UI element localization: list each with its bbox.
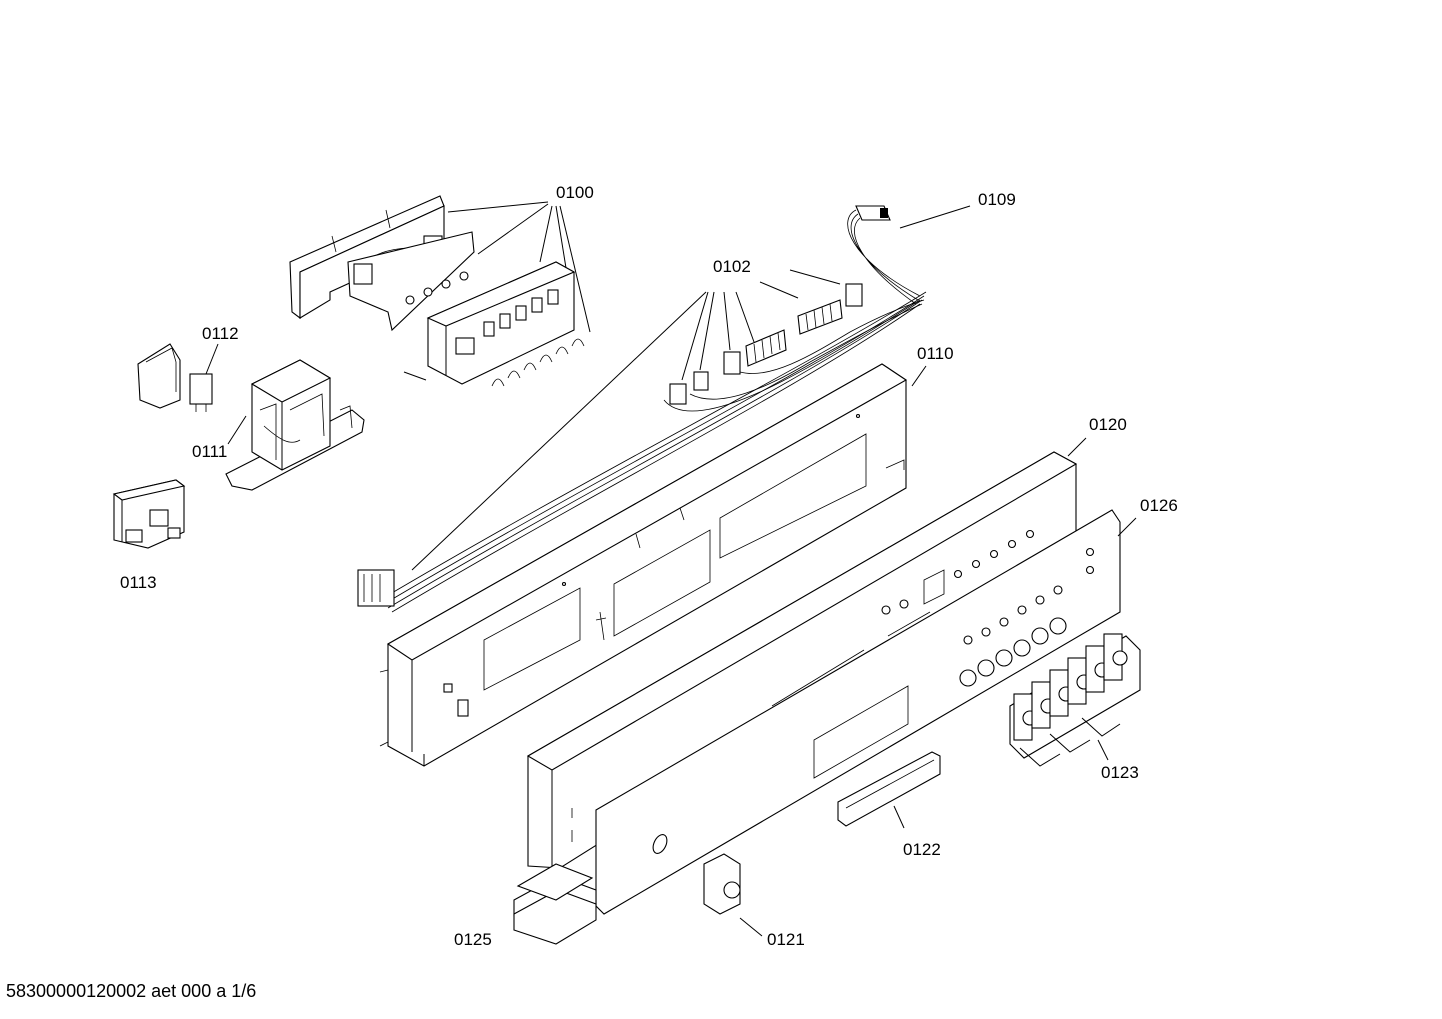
part-0110-carrier-frame[interactable] <box>379 363 908 767</box>
label-0123: 0123 <box>1101 763 1139 782</box>
leader-line-0120 <box>1067 437 1087 457</box>
label-0111: 0111 <box>192 442 227 461</box>
label-0112: 0112 <box>202 324 239 343</box>
leader-line-0126 <box>1117 517 1137 537</box>
part-0122-display-cover[interactable] <box>837 751 941 827</box>
label-0120: 0120 <box>1089 415 1127 434</box>
leader-line-0109 <box>899 205 971 229</box>
part-0109-wire-harness[interactable] <box>357 205 927 613</box>
part-0112-cover-relay[interactable] <box>137 343 213 412</box>
label-0126: 0126 <box>1140 496 1178 515</box>
part-0120-control-panel[interactable] <box>526 451 1078 869</box>
leader-line-0112 <box>205 343 219 375</box>
part-0123-push-buttons[interactable] <box>1009 633 1141 759</box>
part-0125-spacer-pads[interactable] <box>513 863 597 945</box>
part-0100-electronic-module[interactable] <box>289 195 585 387</box>
leader-line-0111 <box>227 415 247 445</box>
leader-lines-0100 <box>447 201 591 333</box>
part-0102-connectors[interactable] <box>663 283 925 412</box>
leader-lines-0123 <box>1019 717 1121 767</box>
label-0109: 0109 <box>978 190 1016 209</box>
leader-lines-0102 <box>411 269 841 571</box>
part-0121-knob[interactable] <box>703 853 741 915</box>
label-0125: 0125 <box>454 930 492 949</box>
leader-line-0121 <box>739 917 763 937</box>
part-0111-holder[interactable] <box>225 359 365 491</box>
leader-line-0122 <box>893 805 905 829</box>
drawing-id-footer: 58300000120002 aet 000 a 1/6 <box>6 981 257 1001</box>
label-0110: 0110 <box>917 344 954 363</box>
label-0122: 0122 <box>903 840 941 859</box>
label-0121: 0121 <box>767 930 805 949</box>
label-0113: 0113 <box>120 573 157 592</box>
leader-line-0110 <box>911 365 927 387</box>
label-0102: 0102 <box>713 257 751 276</box>
label-0100: 0100 <box>556 183 594 202</box>
part-0113-switch[interactable] <box>112 479 186 549</box>
